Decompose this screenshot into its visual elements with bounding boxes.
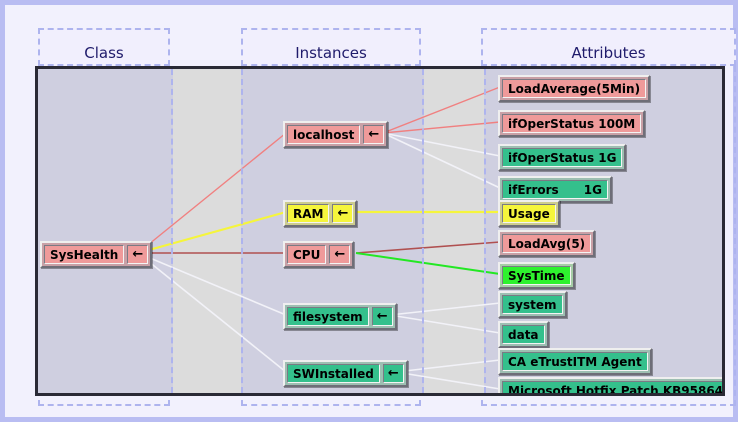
edge-cpu-systime [355,252,501,275]
gap-band-right [424,69,484,393]
node-ifoperstatus-1g[interactable]: ifOperStatus 1G [498,144,627,171]
node-ifoperstatus-1g-label: ifOperStatus 1G [502,148,623,167]
edge-localhost-ifoperstatus-1g [382,132,501,157]
node-swinstalled-label: SWInstalled [287,364,380,383]
node-cpu[interactable]: CPU ← [283,241,355,268]
column-guide-2 [241,69,243,393]
edge-cpu-loadavg-5 [355,241,501,254]
edge-swinstalled-ms-hotfix-patch [395,371,501,390]
column-header-instances-label: Instances [295,44,367,62]
node-swinstalled[interactable]: SWInstalled ← [283,360,408,387]
node-loadavg-5[interactable]: LoadAvg(5) [498,230,596,257]
node-syshealth[interactable]: SysHealth ← [40,241,153,268]
node-data-label: data [502,325,545,344]
edge-localhost-iferrors-1g [382,132,501,189]
edge-filesystem-data [389,314,501,334]
node-ifoperstatus-100m-label: ifOperStatus 100M [502,114,642,133]
column-header-class-label: Class [84,44,124,62]
node-cpu-expand-button[interactable]: ← [329,245,351,264]
edge-swinstalled-ca-etrustitm-agent [395,359,501,373]
node-localhost-label: localhost [287,125,361,144]
node-loadaverage-5min-label: LoadAverage(5Min) [502,79,647,98]
node-loadavg-5-label: LoadAvg(5) [502,234,592,253]
node-ms-hotfix-patch-label: Microsoft Hotfix Patch KB958644 [502,381,722,393]
node-ca-etrustitm-agent-label: CA eTrustITM Agent [502,352,648,371]
node-ram-label: RAM [287,204,330,223]
column-header-class: Class [38,28,170,66]
edge-localhost-loadaverage-5min [382,86,501,134]
edge-syshealth-filesystem [137,252,287,316]
node-ms-hotfix-patch[interactable]: Microsoft Hotfix Patch KB958644 [498,377,722,393]
node-systime-label: SysTime [502,266,571,285]
node-system-label: system [502,295,563,314]
edge-syshealth-localhost [137,132,287,254]
column-header-attributes: Attributes [481,28,736,66]
gap-band-left [173,69,241,393]
edge-layer [137,86,501,390]
node-cpu-label: CPU [287,245,327,264]
node-syshealth-label: SysHealth [44,245,125,264]
node-ca-etrustitm-agent[interactable]: CA eTrustITM Agent [498,348,652,375]
edge-localhost-ifoperstatus-100m [382,121,501,134]
node-system[interactable]: system [498,291,567,318]
column-header-attributes-label: Attributes [571,44,646,62]
node-ram-expand-button[interactable]: ← [332,204,354,223]
node-filesystem[interactable]: filesystem ← [283,303,397,330]
node-iferrors-1g-label: ifErrors 1G [502,180,608,199]
node-filesystem-label: filesystem [287,307,369,326]
node-data[interactable]: data [498,321,549,348]
node-systime[interactable]: SysTime [498,262,575,289]
node-localhost-expand-button[interactable]: ← [363,125,385,144]
column-guide-3 [422,69,424,393]
edge-syshealth-swinstalled [137,252,287,373]
node-usage-label: Usage [502,204,556,223]
graph-canvas[interactable]: SysHealth ← localhost ← RAM ← CPU ← file… [35,66,725,396]
column-guide-1 [171,69,173,393]
edge-filesystem-system [389,302,501,316]
node-localhost[interactable]: localhost ← [283,121,389,148]
node-swinstalled-expand-button[interactable]: ← [382,364,404,383]
edge-syshealth-ram [137,210,287,255]
node-ram[interactable]: RAM ← [283,200,358,227]
node-iferrors-1g[interactable]: ifErrors 1G [498,176,612,203]
column-header-instances: Instances [241,28,421,66]
node-ifoperstatus-100m[interactable]: ifOperStatus 100M [498,110,646,137]
node-syshealth-expand-button[interactable]: ← [127,245,149,264]
node-usage[interactable]: Usage [498,200,560,227]
column-guide-4 [484,69,486,393]
node-filesystem-expand-button[interactable]: ← [371,307,393,326]
node-loadaverage-5min[interactable]: LoadAverage(5Min) [498,75,651,102]
